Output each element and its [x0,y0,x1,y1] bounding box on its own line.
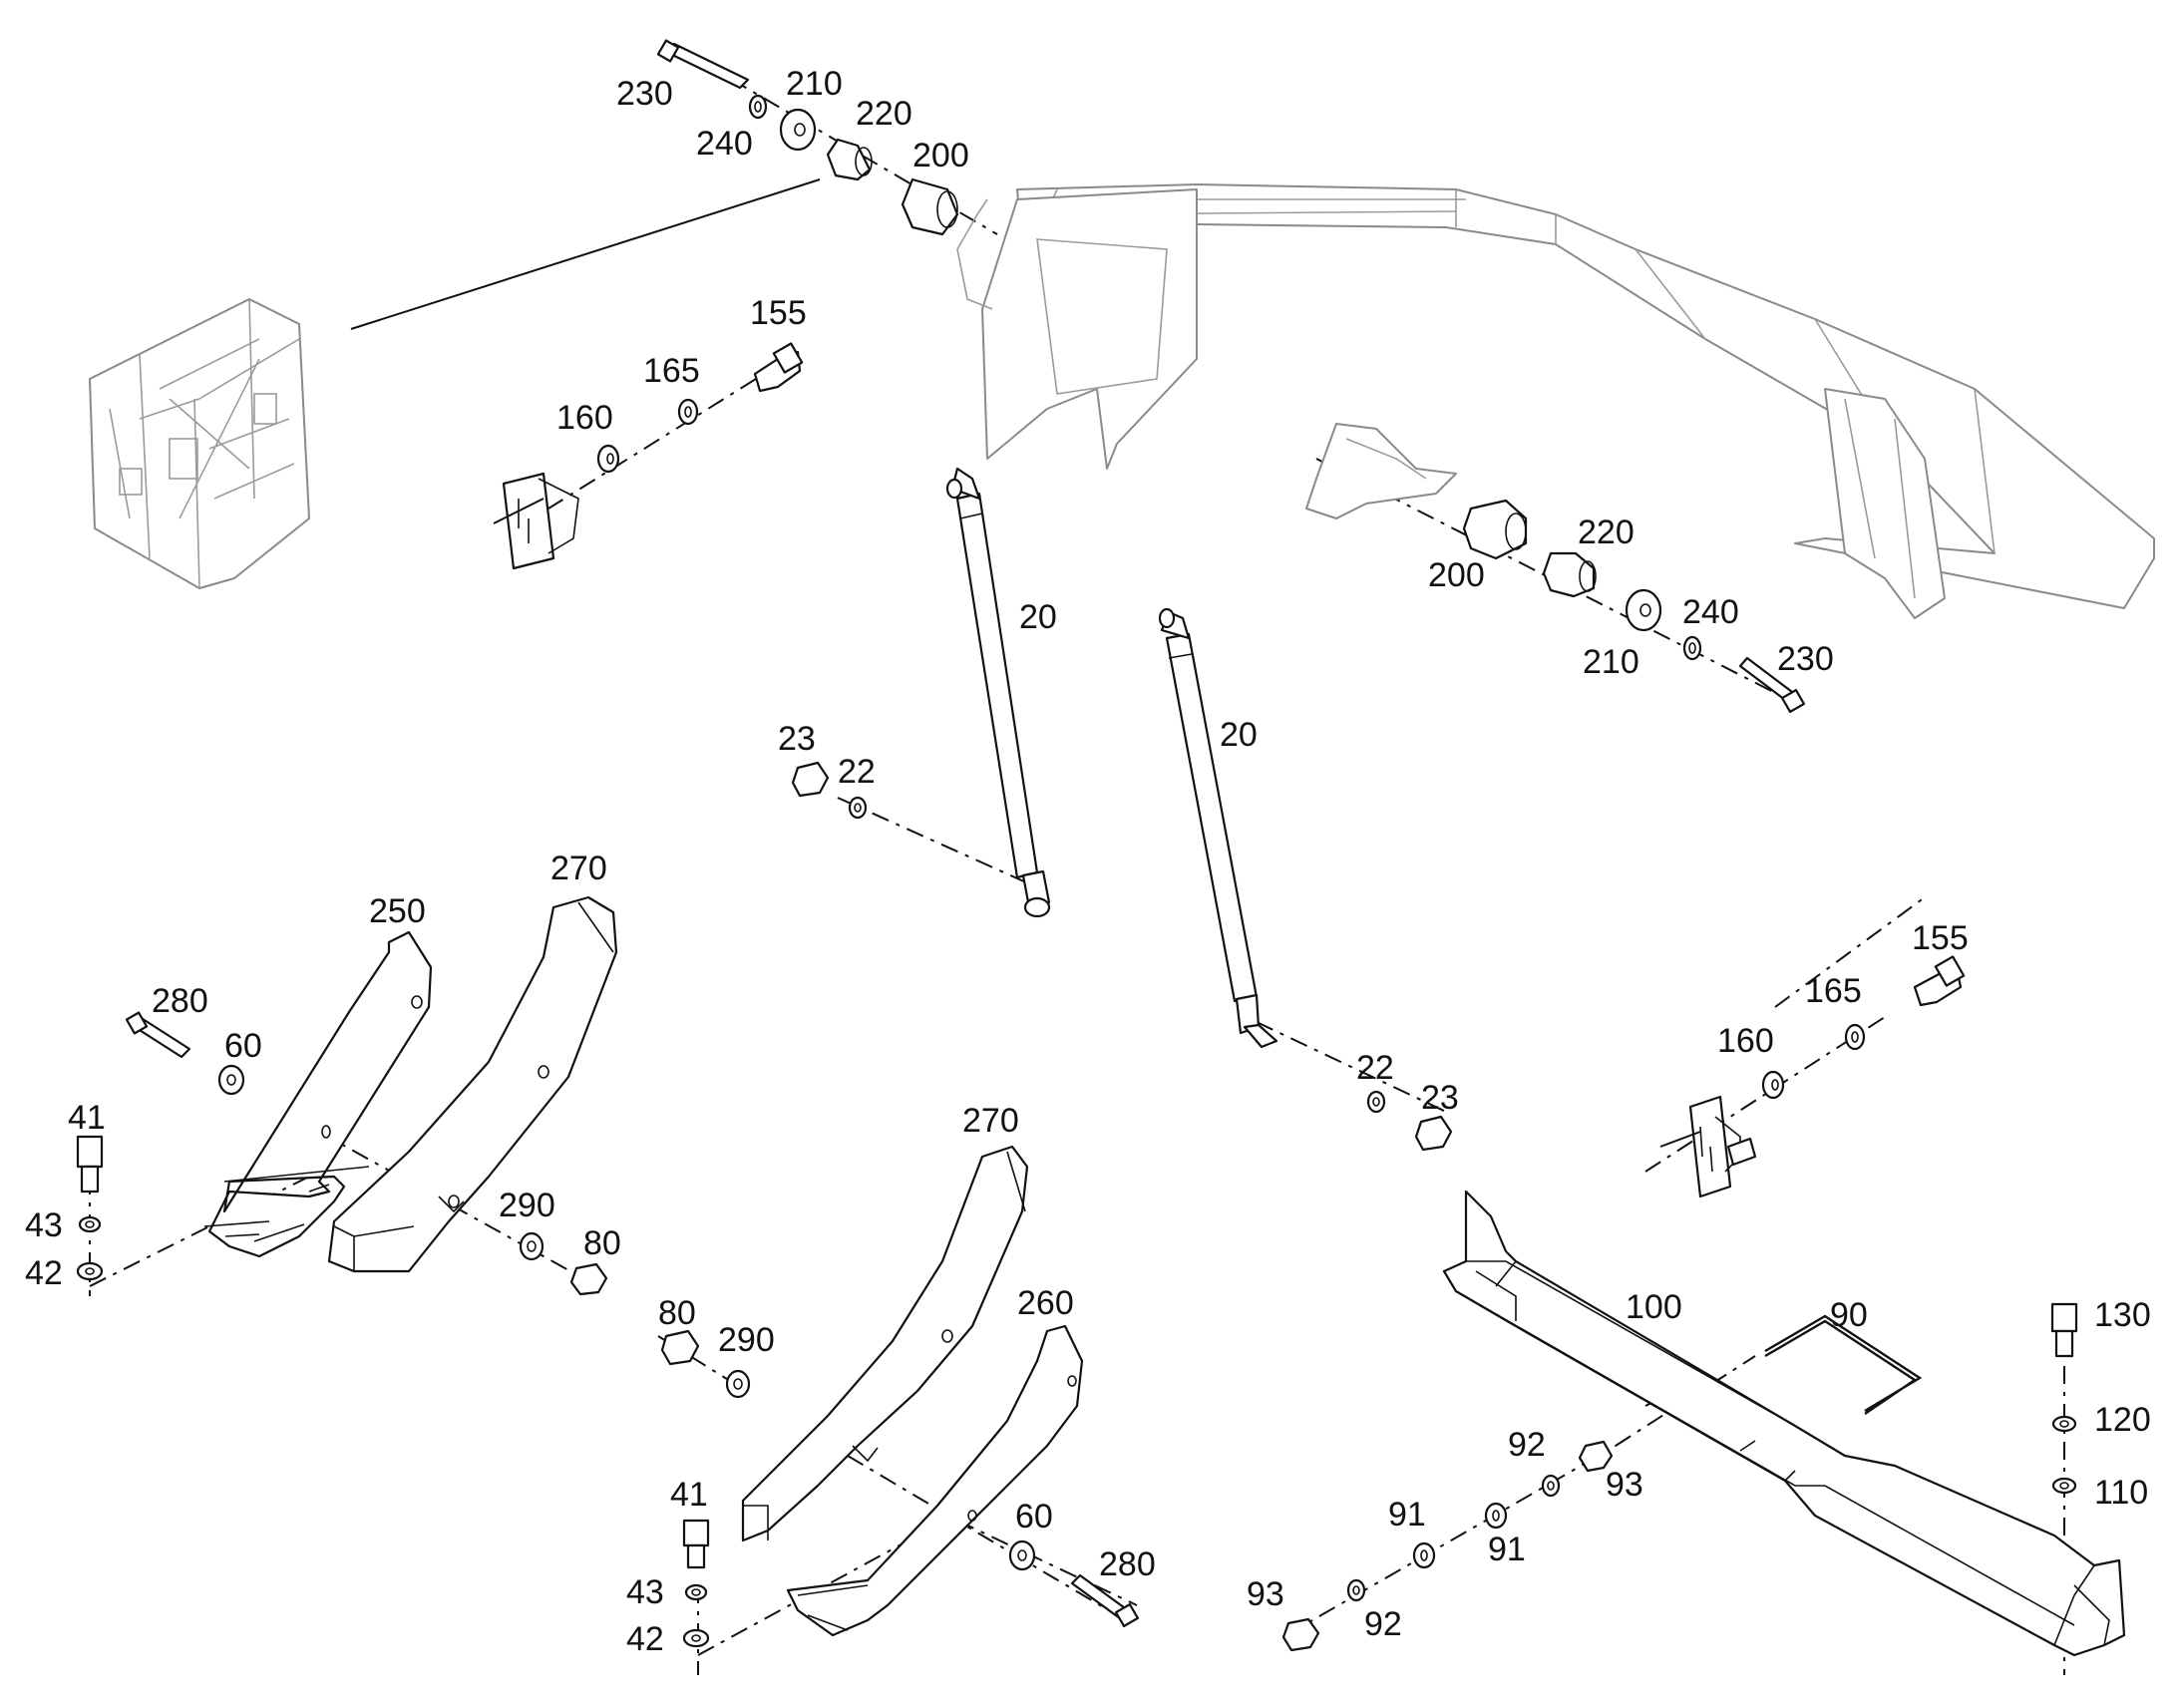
shield-270-right [741,1145,1029,1542]
bolt-41-left [76,1135,104,1281]
callout-220: 220 [856,95,912,133]
callout-92: 92 [1508,1426,1546,1464]
callout-200: 200 [912,137,969,174]
roof-frame-reference [956,183,2155,619]
callout-23: 23 [778,720,816,758]
deflector-250 [203,930,433,1258]
callout-240: 240 [696,125,753,163]
callout-43: 43 [25,1206,63,1244]
handle-90 [1764,1314,1923,1415]
callout-93: 93 [1247,1575,1284,1613]
callout-20: 20 [1220,716,1258,754]
callout-210: 210 [786,65,843,103]
bolt-280-left [125,1011,245,1096]
strut-fasteners-right [1366,1090,1453,1152]
cab-frame-reference [89,298,310,589]
callout-43: 43 [626,1573,664,1611]
callout-60: 60 [224,1027,262,1065]
callout-80: 80 [658,1294,696,1332]
fasteners-290-80-left [519,1231,608,1296]
gas-strut-left [945,467,1051,918]
callout-250: 250 [369,892,426,930]
bolt-130-stack [2050,1302,2078,1495]
callout-93: 93 [1606,1466,1643,1504]
callout-230: 230 [1777,640,1834,678]
callout-260: 260 [1017,1284,1074,1322]
callout-155: 155 [750,294,807,332]
bolt-280-right [1008,1539,1140,1628]
callout-200: 200 [1428,556,1485,594]
callout-110: 110 [2094,1474,2148,1512]
callout-90: 90 [1830,1296,1868,1334]
callout-22: 22 [838,753,876,791]
right-mount-stack [1462,499,1806,714]
callout-42: 42 [25,1254,63,1292]
callout-155: 155 [1912,919,1969,957]
callout-91: 91 [1488,1531,1526,1568]
callout-labels: 230 210 220 240 200 155 165 160 20 20 23… [25,65,2151,1658]
callout-220: 220 [1578,513,1635,551]
top-mount-stack [656,39,959,236]
callout-42: 42 [626,1620,664,1658]
cab-leader-line [350,178,821,330]
callout-280: 280 [1099,1545,1156,1583]
callout-92: 92 [1364,1605,1402,1643]
callout-100: 100 [1626,1288,1682,1326]
callout-290: 290 [718,1321,775,1359]
callout-20: 20 [1019,598,1057,636]
callout-270: 270 [550,850,607,887]
gas-strut-right [1158,607,1278,1049]
callout-160: 160 [556,399,613,437]
bolt-41-right [682,1519,710,1648]
shield-270-left [327,895,618,1273]
callout-41: 41 [670,1476,708,1514]
fasteners-80-290-right [660,1329,751,1399]
callout-240: 240 [1682,593,1739,631]
upper-latch-bracket [493,342,804,570]
fasteners-91-92-93 [1281,1440,1614,1652]
strut-fasteners-left [791,761,868,820]
callout-120: 120 [2094,1401,2151,1439]
callout-165: 165 [1805,972,1862,1010]
callout-91: 91 [1388,1496,1426,1534]
callout-280: 280 [152,982,208,1020]
callout-270: 270 [962,1102,1019,1140]
callout-165: 165 [643,352,700,390]
callout-230: 230 [616,75,673,113]
callout-290: 290 [499,1187,555,1224]
lower-right-latch-bracket [1659,955,1966,1198]
callout-22: 22 [1356,1049,1394,1087]
callout-60: 60 [1015,1498,1053,1536]
callout-41: 41 [68,1099,106,1137]
step-100 [1442,1190,2126,1657]
callout-210: 210 [1583,643,1639,681]
callout-80: 80 [583,1224,621,1262]
deflector-260 [786,1324,1084,1637]
callout-160: 160 [1717,1022,1774,1060]
callout-23: 23 [1421,1079,1459,1117]
callout-130: 130 [2094,1296,2151,1334]
